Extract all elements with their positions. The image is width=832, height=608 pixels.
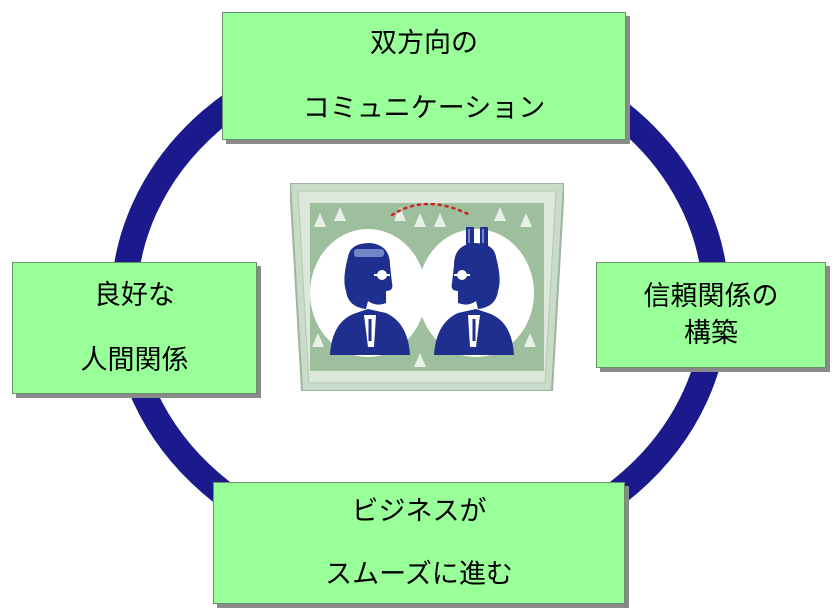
node-good-relationships: 良好な 人間関係 <box>12 262 257 394</box>
node-trust-building: 信頼関係の 構築 <box>596 262 826 368</box>
node-top-line-2: コミュニケーション <box>302 93 546 124</box>
node-top-line-1: 双方向の <box>370 28 478 59</box>
node-two-way-communication: 双方向の コミュニケーション <box>222 12 626 140</box>
node-right-line-2: 構築 <box>684 318 738 349</box>
node-left-line-1: 良好な <box>94 280 175 311</box>
sun-rays <box>312 207 536 367</box>
node-left-line-2: 人間関係 <box>80 345 189 376</box>
left-head-cap <box>354 249 384 257</box>
node-right-line-1: 信頼関係の <box>643 281 779 312</box>
node-business-progress: ビジネスが スムーズに進む <box>213 482 625 604</box>
two-businessmen-plug-icon <box>290 183 564 391</box>
dotted-connection <box>390 202 472 217</box>
plug-prong-highlight <box>468 229 470 243</box>
node-bottom-line-2: スムーズに進む <box>325 559 513 590</box>
plug-prong-highlight-2 <box>482 229 484 243</box>
node-bottom-line-1: ビジネスが <box>351 496 487 527</box>
